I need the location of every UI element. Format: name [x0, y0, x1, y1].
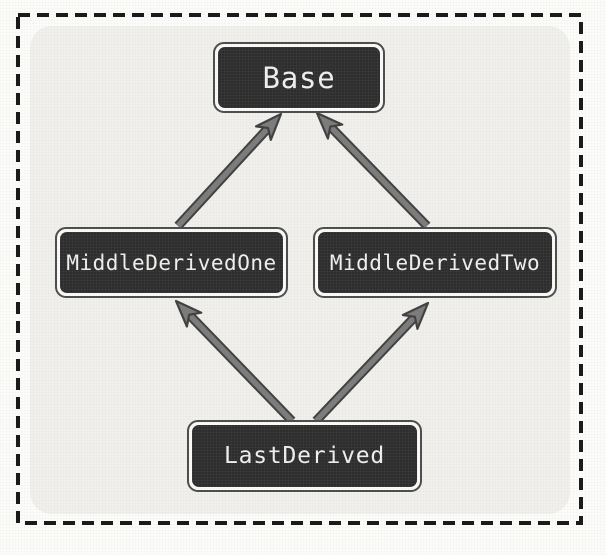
arrowhead-icon — [174, 299, 203, 328]
node-base: Base — [213, 42, 385, 113]
node-last-derived-label: LastDerived — [223, 443, 386, 469]
edge-shaft — [175, 126, 271, 228]
edge-middlederivedone-to-base — [174, 112, 283, 230]
node-base-label: Base — [262, 60, 336, 95]
edge-lastderived-to-middlederivedone — [174, 299, 296, 425]
arrowhead-icon — [315, 111, 344, 140]
edge-shaft — [328, 124, 429, 228]
node-middle-derived-two-label: MiddleDerivedTwo — [329, 250, 541, 275]
arrowhead-icon — [401, 301, 430, 330]
node-middle-derived-two-face: MiddleDerivedTwo — [318, 232, 552, 293]
edge-shaft — [187, 312, 294, 423]
edge-lastderived-to-middlederivedtwo — [312, 301, 430, 425]
edge-middlederivedtwo-to-base — [315, 111, 431, 230]
node-base-face: Base — [218, 47, 380, 108]
node-middle-derived-one-label: MiddleDerivedOne — [66, 250, 277, 275]
arrowhead-icon — [254, 112, 283, 141]
node-middle-derived-one-face: MiddleDerivedOne — [60, 232, 283, 293]
node-last-derived: LastDerived — [187, 420, 422, 492]
figure-border — [16, 13, 583, 525]
node-last-derived-face: LastDerived — [192, 425, 417, 487]
edge-shaft — [314, 314, 417, 423]
node-middle-derived-two: MiddleDerivedTwo — [313, 227, 557, 298]
node-middle-derived-one: MiddleDerivedOne — [55, 227, 288, 298]
diagram-panel — [30, 26, 570, 514]
